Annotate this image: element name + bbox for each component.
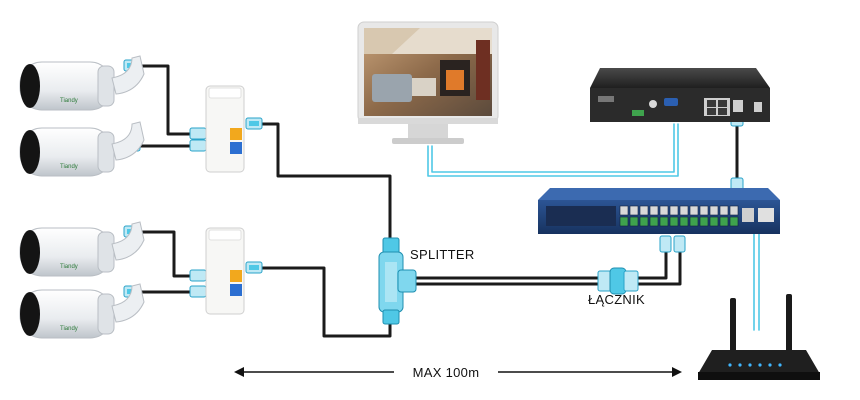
monitor-screen-room — [364, 28, 492, 102]
bullet-camera-1: Tiandy — [19, 55, 145, 111]
switch-port — [729, 216, 739, 227]
switch-port — [639, 205, 649, 216]
router-leds — [728, 363, 782, 367]
switch-port — [669, 205, 679, 216]
bullet-camera-2: Tiandy — [19, 121, 145, 177]
switch-port — [629, 216, 639, 227]
cable-poe-top-to-splitter — [260, 122, 392, 242]
camera-brand-1: Tiandy — [60, 98, 78, 104]
poe-switch — [538, 188, 780, 234]
cable-poe-bottom-to-splitter — [260, 266, 392, 338]
switch-port — [679, 216, 689, 227]
connector-label: ŁĄCZNIK — [588, 292, 645, 307]
cable-cam1-to-poe-top — [138, 64, 207, 136]
distance-label: MAX 100m — [413, 365, 480, 380]
camera-brand-2: Tiandy — [60, 164, 78, 170]
switch-led-panel — [546, 206, 616, 226]
plug-switch-a — [659, 235, 672, 253]
nvr-recorder — [590, 68, 770, 122]
cable-connector-to-switch-a — [634, 240, 668, 280]
plug-switch-b — [673, 235, 686, 253]
switch-port — [719, 216, 729, 227]
cable-monitor-to-nvr-inner — [431, 123, 675, 173]
poe-box-top — [205, 85, 245, 173]
switch-port — [649, 205, 659, 216]
distance-indicator: MAX 100m — [234, 365, 682, 380]
switch-port — [699, 216, 709, 227]
switch-port — [629, 205, 639, 216]
switch-port — [689, 216, 699, 227]
switch-port — [669, 216, 679, 227]
connector-coupler — [597, 267, 639, 295]
switch-port — [659, 205, 669, 216]
cables — [138, 64, 760, 338]
switch-port — [639, 216, 649, 227]
cable-monitor-to-nvr — [427, 123, 679, 177]
bullet-camera-3: Tiandy — [19, 221, 145, 277]
switch-port — [719, 205, 729, 216]
switch-port — [699, 205, 709, 216]
switch-port — [709, 216, 719, 227]
plug-poe-bottom-out — [245, 261, 263, 274]
switch-port — [649, 216, 659, 227]
wifi-router — [698, 294, 820, 380]
plug-poe-top-out — [245, 117, 263, 130]
switch-port — [729, 205, 739, 216]
camera-brand-3: Tiandy — [60, 264, 78, 270]
switch-port — [619, 216, 629, 227]
plug-poe-top-in-a — [189, 127, 207, 140]
switch-port — [619, 205, 629, 216]
monitor — [357, 21, 499, 144]
camera-brand-4: Tiandy — [60, 326, 78, 332]
cable-cam3-to-poe-bottom — [138, 230, 207, 278]
poe-box-bottom — [205, 227, 245, 315]
bullet-camera-4: Tiandy — [19, 283, 145, 339]
cable-connector-to-switch-b — [634, 240, 682, 286]
switch-port-group — [619, 205, 739, 227]
switch-port — [709, 205, 719, 216]
plug-poe-bottom-in-a — [189, 269, 207, 282]
splitter-t-connector — [378, 237, 417, 325]
switch-port — [659, 216, 669, 227]
plug-poe-top-in-b — [189, 139, 207, 152]
splitter-label: SPLITTER — [410, 247, 475, 262]
switch-port — [679, 205, 689, 216]
plug-poe-bottom-in-b — [189, 285, 207, 298]
switch-port — [689, 205, 699, 216]
